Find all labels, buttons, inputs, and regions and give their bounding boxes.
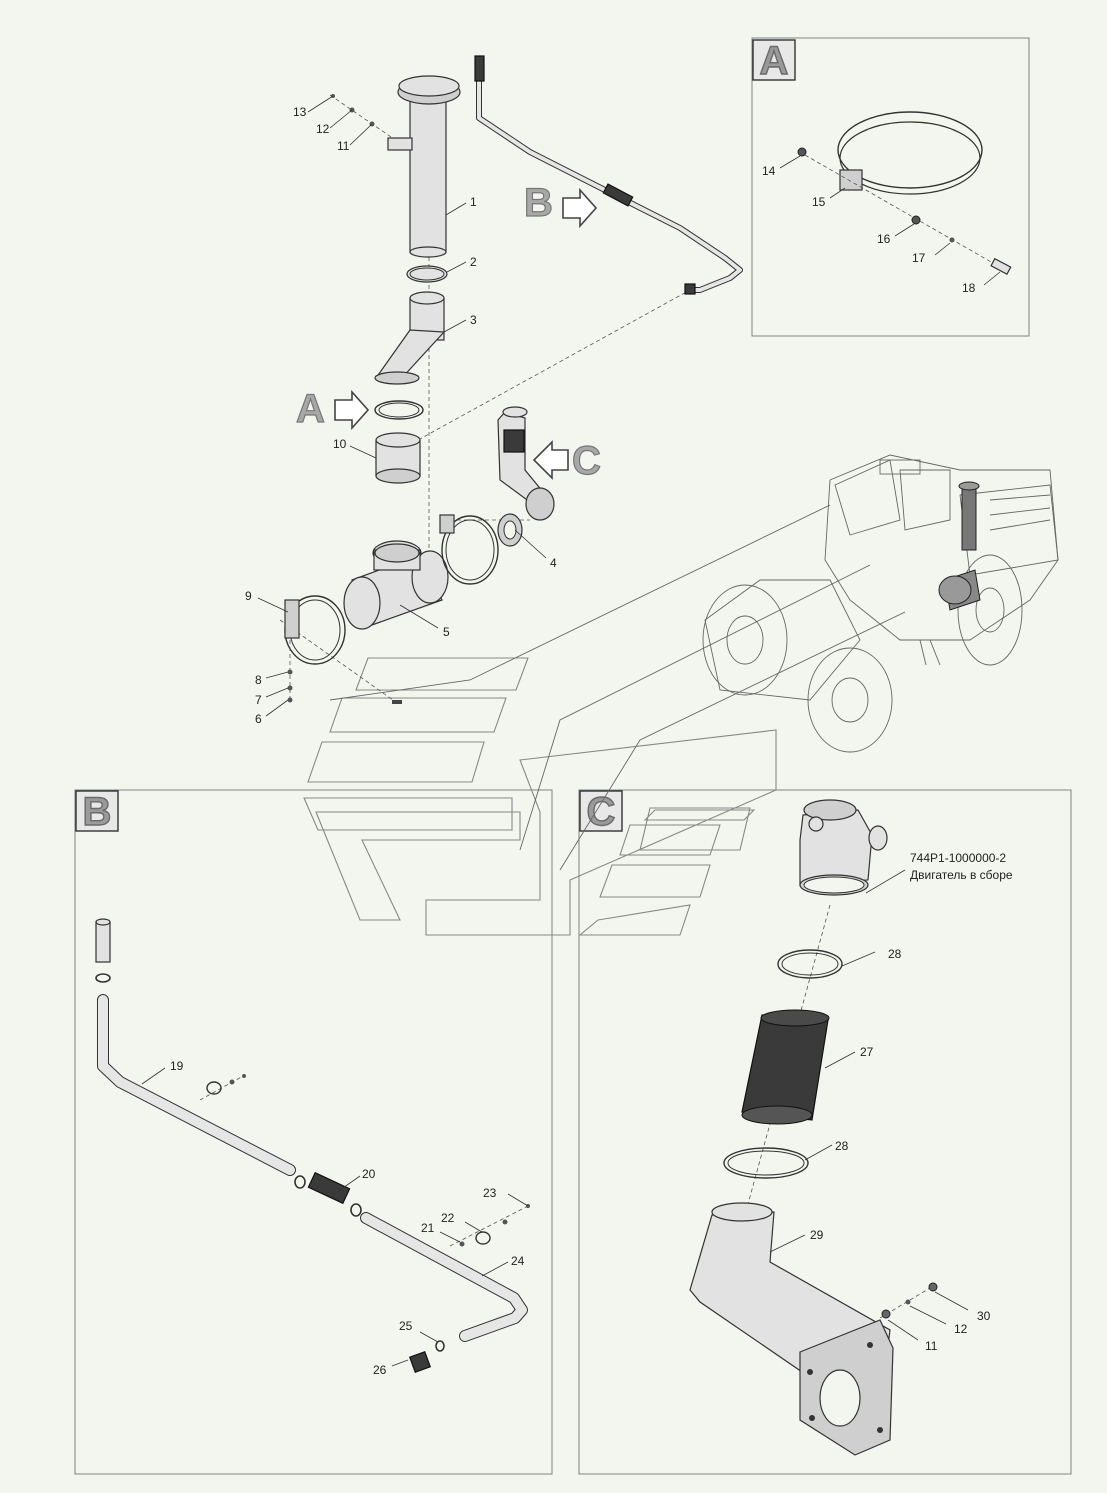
engine-part-number: 744Р1-1000000-2	[910, 851, 1006, 865]
callout-10: 10	[333, 437, 347, 451]
main-leader-lines	[257, 95, 547, 717]
callout-25: 25	[399, 1319, 413, 1333]
callout-15: 15	[812, 195, 826, 209]
callout-9: 9	[245, 589, 252, 603]
part-5-air-cleaner	[343, 540, 449, 630]
part-4-gasket	[497, 513, 523, 547]
callout-28-lower: 28	[835, 1139, 849, 1153]
detail-badge-c: C	[579, 789, 623, 835]
callout-19: 19	[170, 1059, 184, 1073]
part-9-clamp-ring	[284, 595, 346, 665]
callout-28-upper: 28	[888, 947, 902, 961]
view-arrow-b: B	[523, 180, 598, 229]
callout-7: 7	[255, 693, 262, 707]
part-2-clamp	[406, 265, 448, 283]
engine-description: Двигатель в сборе	[910, 868, 1013, 882]
callout-21: 21	[421, 1221, 435, 1235]
part-clamp-lower	[374, 400, 424, 420]
detail-badge-c-letter: C	[587, 790, 616, 834]
view-arrow-a: A	[295, 386, 370, 432]
callout-23: 23	[483, 1186, 497, 1200]
part-3-elbow-pipe	[374, 291, 446, 385]
callout-24: 24	[511, 1254, 525, 1268]
tractor-illustration	[702, 454, 1059, 753]
callout-8: 8	[255, 673, 262, 687]
callout-18: 18	[962, 281, 976, 295]
callout-4: 4	[550, 556, 557, 570]
logo-watermark	[303, 657, 777, 936]
callout-13: 13	[293, 105, 307, 119]
callout-22: 22	[441, 1211, 455, 1225]
callout-27: 27	[860, 1045, 874, 1059]
callout-30: 30	[977, 1309, 991, 1323]
detail-badge-a: A	[752, 38, 796, 84]
clamp-axis	[279, 619, 401, 706]
callout-14: 14	[762, 164, 776, 178]
callout-12: 12	[316, 122, 330, 136]
callout-1: 1	[470, 195, 477, 209]
tractor-leader-lines	[329, 504, 906, 871]
callout-11-detail-c: 11	[925, 1339, 938, 1353]
callout-17: 17	[912, 251, 926, 265]
callout-5: 5	[443, 625, 450, 639]
callout-20: 20	[362, 1167, 376, 1181]
hose-axis	[399, 289, 691, 451]
detail-a-drawing	[779, 111, 1012, 286]
callout-12-detail-c: 12	[954, 1322, 968, 1336]
callout-3: 3	[470, 313, 477, 327]
view-arrow-c: C	[532, 438, 601, 484]
detail-b-drawing	[95, 918, 531, 1374]
callout-29: 29	[810, 1228, 824, 1242]
detail-frame-b	[74, 789, 553, 1475]
callout-2: 2	[470, 255, 477, 269]
callout-26: 26	[373, 1363, 387, 1377]
part-1-precleaner-pipe	[387, 75, 461, 258]
view-marker-a-letter: A	[296, 387, 325, 431]
detail-c-drawing	[689, 799, 969, 1456]
callout-16: 16	[877, 232, 891, 246]
callout-11: 11	[337, 139, 350, 153]
detail-frame-c	[578, 789, 1072, 1475]
part-intake-tube	[474, 55, 743, 295]
part-inlet-elbow	[497, 406, 555, 521]
part-clamp-ring-right	[439, 514, 499, 585]
parts-6-8-fasteners	[287, 640, 402, 704]
callout-6: 6	[255, 712, 262, 726]
detail-badge-b: B	[75, 789, 119, 835]
detail-frame-a	[751, 37, 1030, 337]
detail-badge-a-letter: A	[760, 39, 789, 83]
view-marker-c-letter: C	[572, 439, 601, 483]
view-marker-b-letter: B	[524, 181, 553, 225]
detail-badge-b-letter: B	[83, 790, 112, 834]
part-10-sleeve	[375, 432, 421, 484]
